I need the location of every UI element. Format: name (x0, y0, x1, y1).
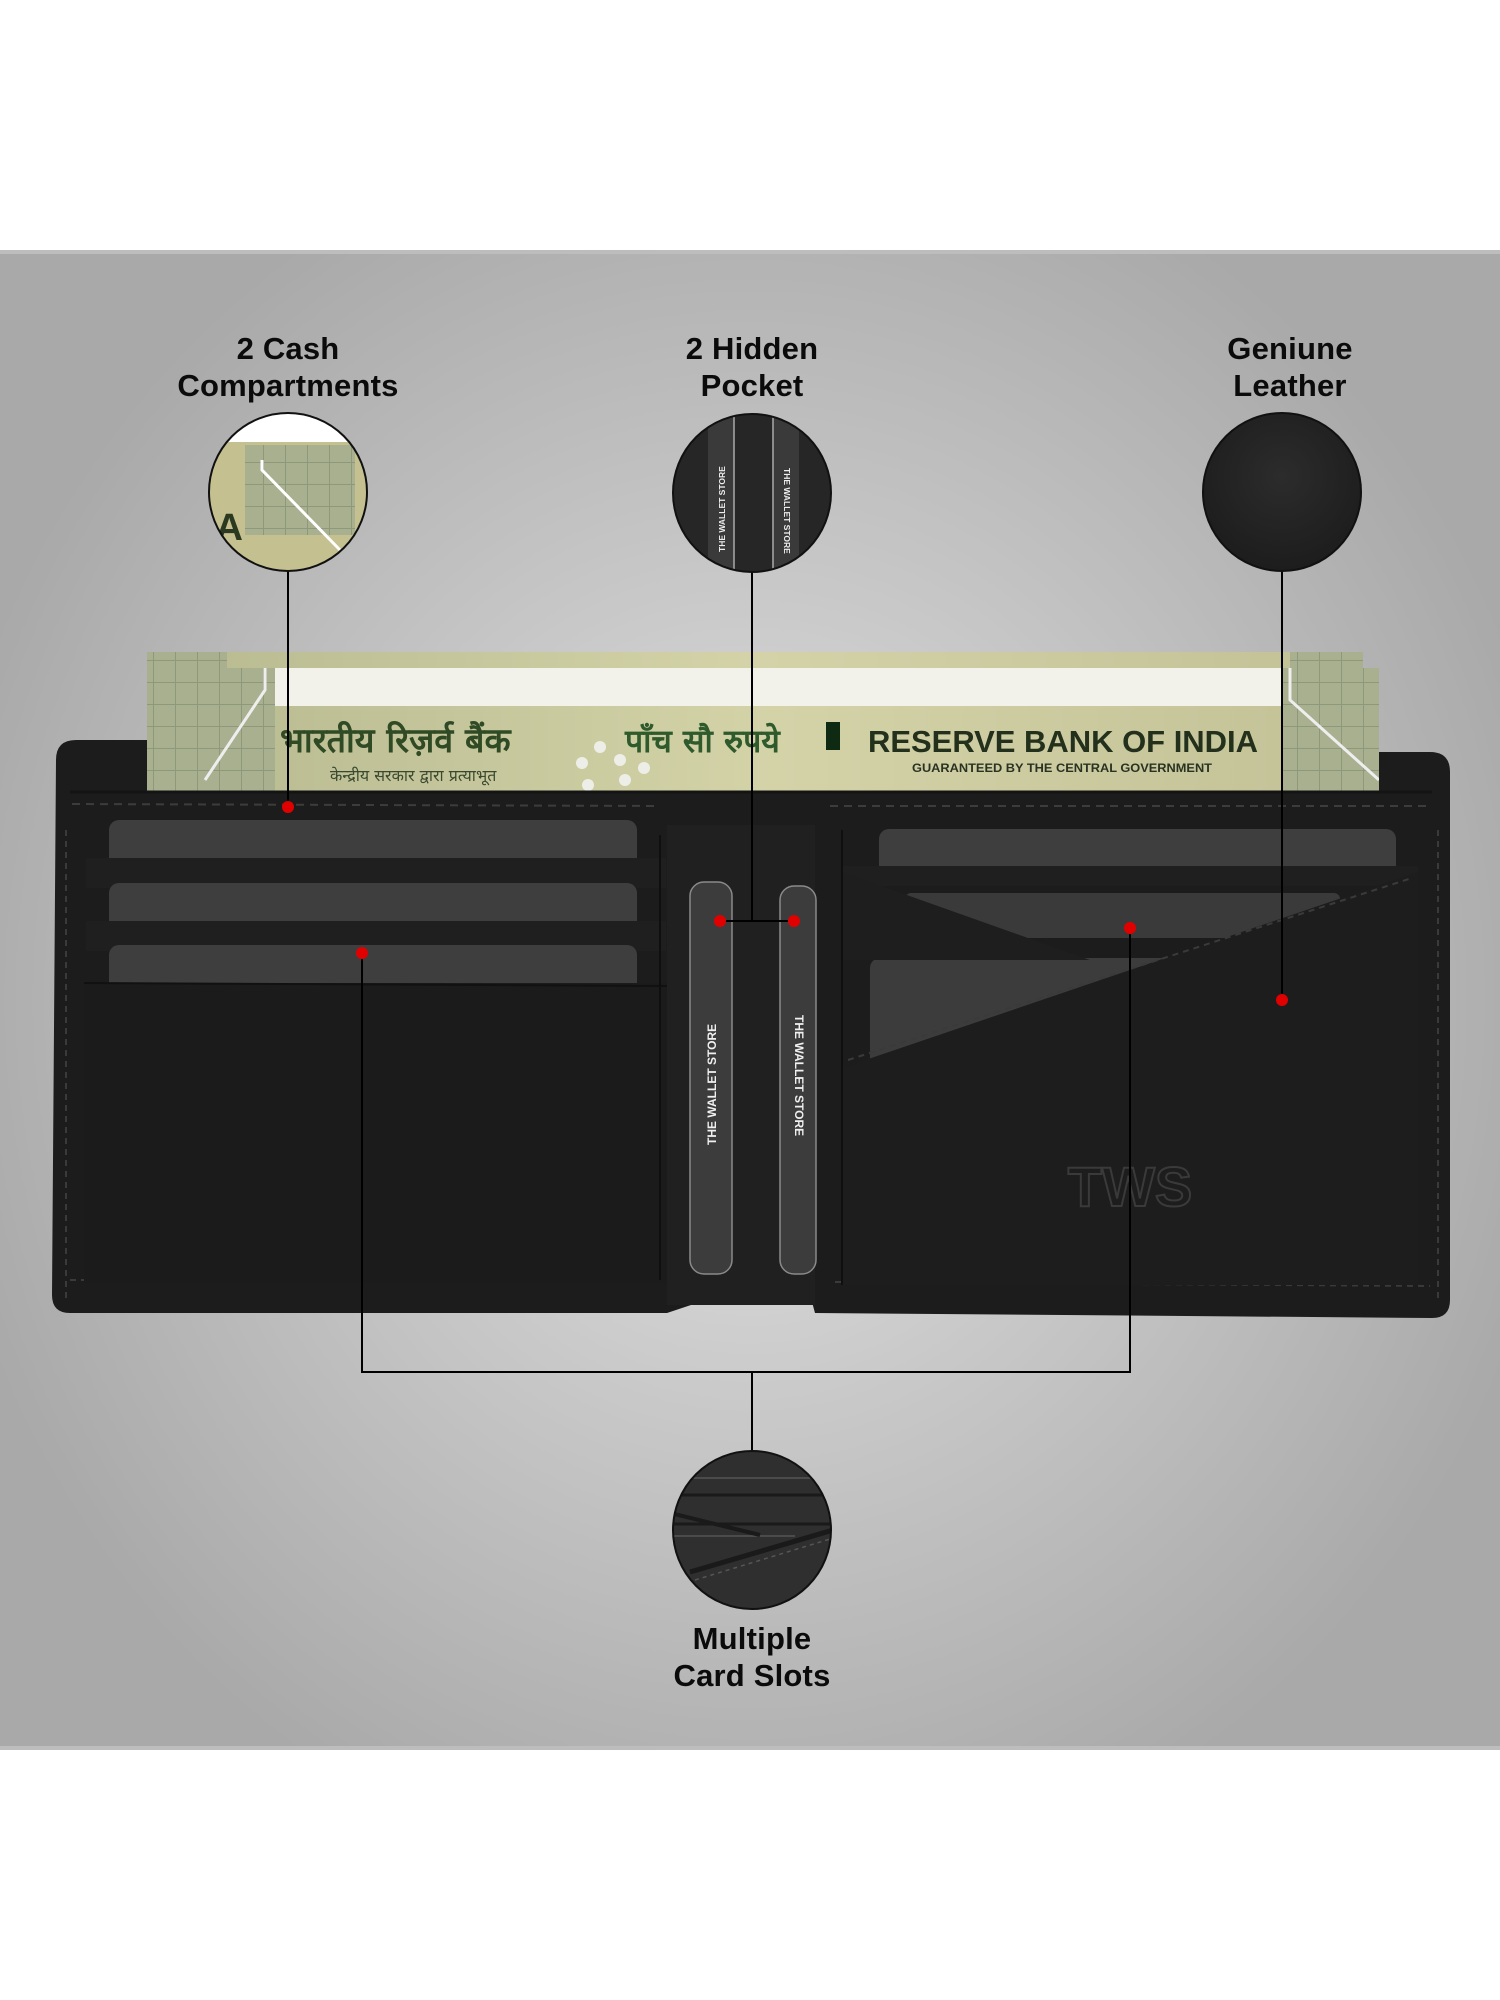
hidden-card-label-left: THE WALLET STORE (705, 1024, 719, 1145)
feature-label-hidden-pocket: 2 Hidden Pocket (602, 330, 902, 404)
feature-label-line: 2 Cash (236, 331, 340, 366)
banknotes: भारतीय रिज़र्व बैंक केन्द्रीय सरकार द्वा… (147, 652, 1381, 792)
feature-label-line: Pocket (700, 368, 804, 403)
feature-label-line: Geniune (1227, 331, 1353, 366)
svg-text:THE WALLET STORE: THE WALLET STORE (717, 466, 727, 552)
banknote-english-title: RESERVE BANK OF INDIA (868, 724, 1258, 759)
callout-lines (287, 571, 1283, 1451)
card-slots-closeup-icon (672, 1450, 832, 1610)
hidden-pockets: THE WALLET STORE THE WALLET STORE (667, 825, 817, 1305)
svg-text:IA: IA (205, 507, 243, 549)
banknote-hindi-title: भारतीय रिज़र्व बैंक (280, 720, 512, 761)
feature-label-genuine-leather: Geniune Leather (1140, 330, 1440, 404)
backdrop-bottom-edge (0, 1746, 1500, 1750)
banknote-hindi-denomination: पाँच सौ रुपये (624, 722, 781, 760)
card-slot-dot-right (1124, 922, 1136, 934)
hidden-pocket-dot-left (714, 915, 726, 927)
hidden-card-label-right: THE WALLET STORE (792, 1015, 806, 1136)
feature-label-line: 2 Hidden (685, 331, 819, 366)
feature-label-line: Leather (1233, 368, 1347, 403)
cash-compartment-dot (282, 801, 294, 813)
backdrop-top-edge (0, 250, 1500, 254)
left-card-slots (83, 820, 669, 1283)
wallet: THE WALLET STORE THE WALLET STORE TWS (52, 740, 1450, 1318)
leather-dot (1276, 994, 1288, 1006)
feature-label-line: Compartments (177, 368, 399, 403)
hidden-pocket-closeup-icon: THE WALLET STORE THE WALLET STORE (672, 413, 832, 573)
feature-label-line: Card Slots (673, 1658, 831, 1693)
feature-label-line: Multiple (692, 1621, 812, 1656)
callout-dots (282, 801, 1288, 1006)
leather-texture-icon (1202, 412, 1362, 572)
banknote-closeup-icon: IA (205, 412, 368, 572)
feature-label-card-slots: Multiple Card Slots (602, 1620, 902, 1694)
svg-text:THE WALLET STORE: THE WALLET STORE (782, 468, 792, 554)
card-slot-dot-left (356, 947, 368, 959)
banknote-hindi-subtitle: केन्द्रीय सरकार द्वारा प्रत्याभूत (330, 766, 497, 786)
hidden-pocket-dot-right (788, 915, 800, 927)
banknote-english-subtitle: GUARANTEED BY THE CENTRAL GOVERNMENT (912, 761, 1213, 775)
feature-label-cash-compartments: 2 Cash Compartments (138, 330, 438, 404)
